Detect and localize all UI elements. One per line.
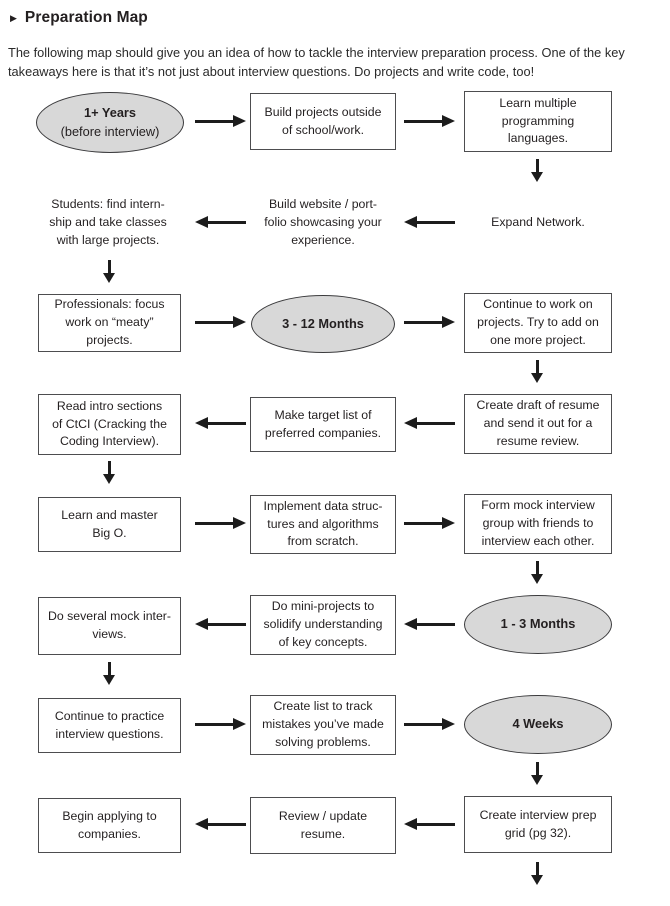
node-text: Continue to practice interview questions… [54, 708, 165, 741]
arrow-down-icon [103, 662, 116, 685]
node-text: Learn and master Big O. [61, 507, 158, 540]
header-title-row: ▶ Preparation Map [10, 9, 148, 27]
node-read-ctci: Read intro sections of CtCI (Cracking th… [38, 394, 181, 455]
node-text: Build projects outside of school/work. [264, 104, 382, 137]
node-text: Professionals: focus work on “meaty” pro… [54, 297, 165, 347]
arrow-left-icon [195, 818, 246, 831]
node-learn-languages: Learn multiple programming languages. [464, 91, 612, 152]
arrow-right-icon [404, 115, 455, 128]
arrow-right-icon [404, 517, 455, 530]
node-text: Make target list of preferred companies. [264, 407, 382, 440]
node-text: 3 - 12 Months [282, 315, 364, 331]
node-text: Continue to work on projects. Try to add… [477, 297, 599, 347]
arrow-right-icon [404, 316, 455, 329]
arrow-left-icon [195, 417, 246, 430]
arrow-left-icon [404, 216, 455, 229]
arrow-down-icon [531, 360, 544, 383]
node-big-o: Learn and master Big O. [38, 497, 181, 552]
node-text: Create interview prep grid (pg 32). [479, 807, 597, 840]
node-duration-1-years: 1+ Years (before interview) [36, 92, 184, 153]
arrow-down-icon [531, 862, 544, 885]
arrow-left-icon [404, 417, 455, 430]
arrow-left-icon [404, 618, 455, 631]
node-target-companies: Make target list of preferred companies. [250, 397, 396, 452]
node-mistake-list: Create list to track mistakes you’ve mad… [250, 695, 396, 755]
page-title: Preparation Map [24, 9, 148, 26]
arrow-down-icon [103, 260, 116, 283]
node-text: Form mock interview group with friends t… [481, 498, 595, 548]
arrow-down-icon [531, 762, 544, 785]
node-text: Begin applying to companies. [62, 808, 157, 841]
arrow-left-icon [195, 216, 246, 229]
node-begin-applying: Begin applying to companies. [38, 798, 181, 853]
node-duration-4-weeks: 4 Weeks [464, 695, 612, 754]
arrow-right-icon [195, 316, 246, 329]
node-prep-grid: Create interview prep grid (pg 32). [464, 796, 612, 853]
node-professionals-meaty: Professionals: focus work on “meaty” pro… [38, 294, 181, 352]
node-text: Do mini-projects to solidify understandi… [263, 599, 383, 649]
node-build-projects: Build projects outside of school/work. [250, 93, 396, 150]
node-resume-draft: Create draft of resume and send it out f… [464, 394, 612, 454]
arrow-right-icon [195, 115, 246, 128]
node-practice-questions: Continue to practice interview questions… [38, 698, 181, 753]
node-continue-projects: Continue to work on projects. Try to add… [464, 293, 612, 353]
node-text: Review / update resume. [278, 808, 368, 841]
arrow-right-icon [195, 517, 246, 530]
node-text: 4 Weeks [512, 716, 564, 732]
arrow-left-icon [404, 818, 455, 831]
arrow-left-icon [195, 618, 246, 631]
node-text: Read intro sections of CtCI (Cracking th… [52, 398, 167, 449]
arrow-down-icon [103, 461, 116, 484]
node-text: Create list to track mistakes you’ve mad… [262, 699, 384, 749]
node-text: Learn multiple programming languages. [499, 95, 577, 146]
node-implement-ds: Implement data struc- tures and algorith… [250, 495, 396, 554]
node-text: 1+ Years [83, 105, 137, 121]
arrow-right-icon [404, 718, 455, 731]
node-subtext: (before interview) [60, 123, 160, 139]
node-mock-group: Form mock interview group with friends t… [464, 494, 612, 554]
node-text: Students: find intern- ship and take cla… [49, 197, 167, 247]
node-duration-1-3-months: 1 - 3 Months [464, 595, 612, 654]
node-review-resume: Review / update resume. [250, 797, 396, 854]
node-students-internship: Students: find intern- ship and take cla… [28, 192, 188, 254]
node-build-website: Build website / port- folio showcasing y… [244, 192, 402, 254]
node-text: Implement data struc- tures and algorith… [263, 498, 383, 549]
arrow-down-icon [531, 561, 544, 584]
node-text: Create draft of resume and send it out f… [476, 398, 600, 448]
node-duration-3-12-months: 3 - 12 Months [251, 295, 395, 353]
expand-triangle-icon: ▶ [10, 12, 17, 23]
node-expand-network: Expand Network. [464, 192, 612, 254]
arrow-down-icon [531, 159, 544, 182]
node-text: 1 - 3 Months [500, 616, 576, 632]
node-mini-projects: Do mini-projects to solidify understandi… [250, 595, 396, 655]
node-mock-interviews: Do several mock inter- views. [38, 597, 181, 655]
node-text: Expand Network. [491, 215, 585, 230]
intro-paragraph: The following map should give you an ide… [8, 45, 625, 79]
node-text: Do several mock inter- views. [47, 609, 171, 641]
arrow-right-icon [195, 718, 246, 731]
node-text: Build website / port- folio showcasing y… [264, 197, 382, 247]
